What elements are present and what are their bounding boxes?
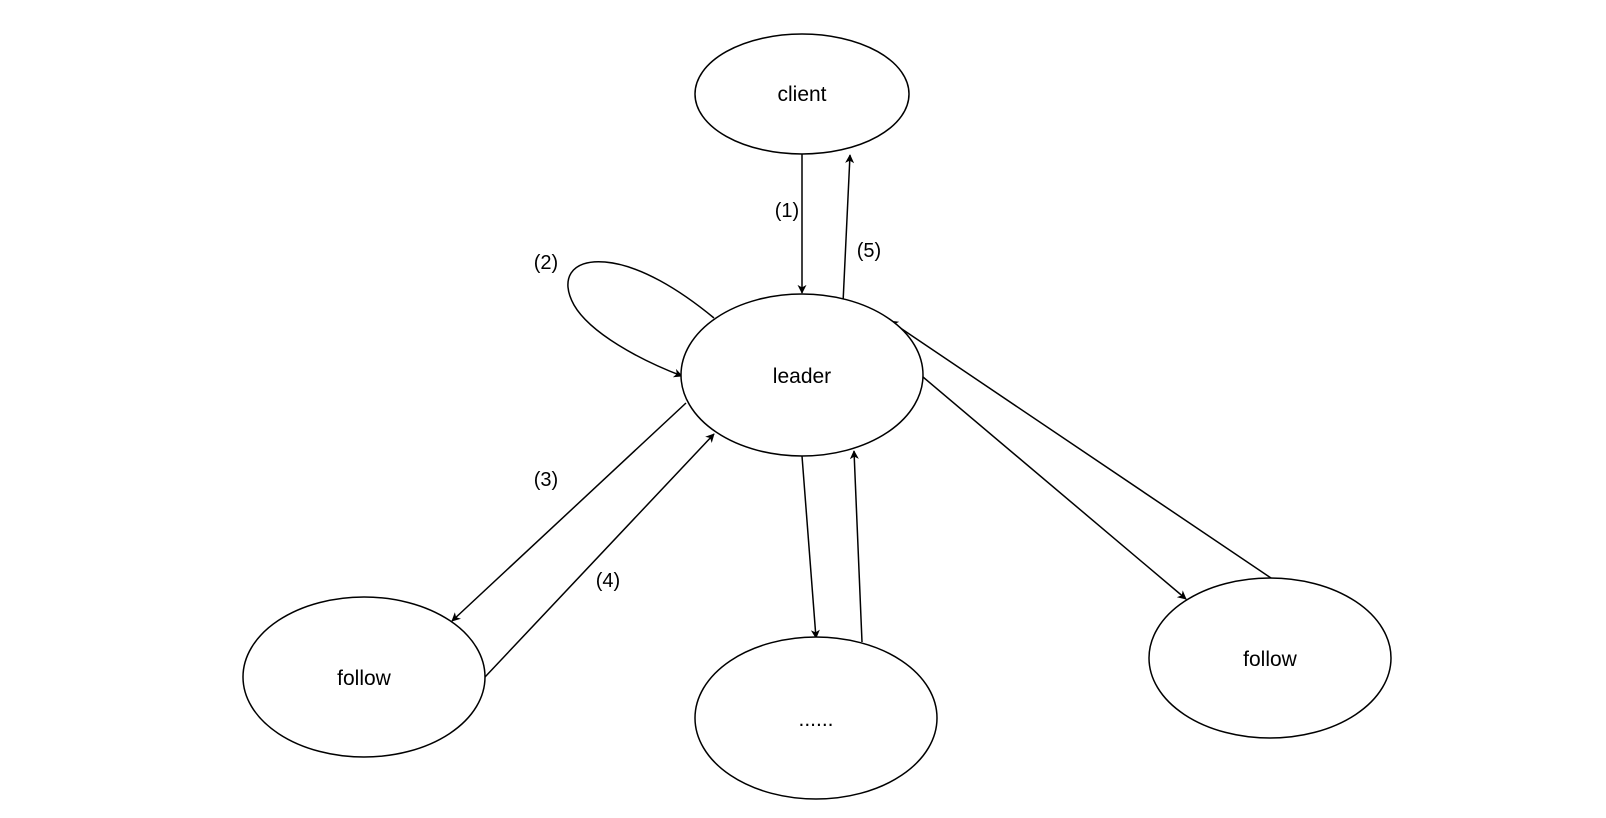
edge-leader-to-follow-left xyxy=(451,402,687,622)
edge-leader-self-loop xyxy=(567,261,715,378)
node-follow-left: follow xyxy=(242,596,486,758)
edge-label-step1: (1) xyxy=(775,200,799,222)
edge-leader-to-follow-right xyxy=(922,376,1187,600)
node-leader: leader xyxy=(680,293,924,457)
node-follow-right-label: follow xyxy=(1243,648,1298,671)
node-middle-label: ...... xyxy=(798,708,833,731)
node-middle: ...... xyxy=(694,636,938,800)
edge-label-step2: (2) xyxy=(534,252,558,274)
node-follow-left-label: follow xyxy=(337,667,392,690)
edge-middle-to-leader xyxy=(849,450,863,643)
node-client: client xyxy=(694,33,910,155)
edge-leader-to-middle xyxy=(801,455,820,639)
edge-follow-right-to-leader xyxy=(889,320,1272,579)
edge-leader-to-client xyxy=(842,154,855,304)
edge-label-step5: (5) xyxy=(857,240,881,262)
node-leader-label: leader xyxy=(773,365,831,388)
edge-label-step4: (4) xyxy=(596,570,620,592)
edge-label-step3: (3) xyxy=(534,469,558,491)
node-follow-right: follow xyxy=(1148,577,1392,739)
node-client-label: client xyxy=(777,83,826,106)
edge-follow-left-to-leader xyxy=(484,433,715,678)
